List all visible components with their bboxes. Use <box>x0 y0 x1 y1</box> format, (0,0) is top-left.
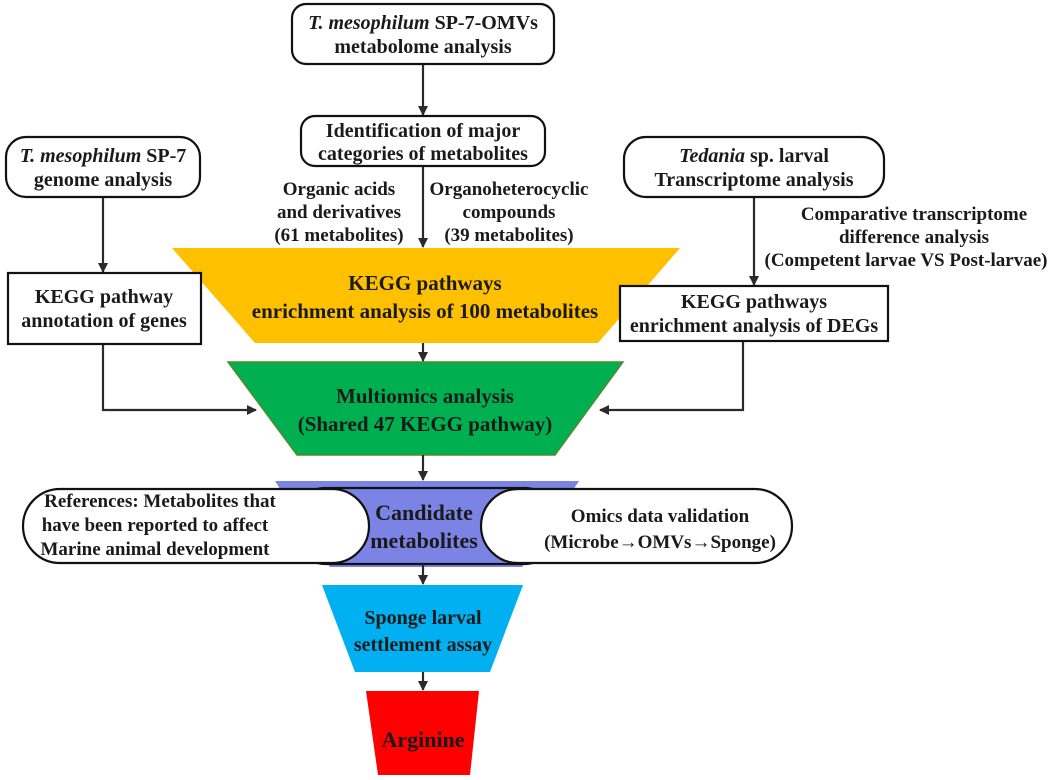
candidate-line2: metabolites <box>370 528 478 553</box>
omv-metabolome-line2: metabolome analysis <box>334 36 511 58</box>
larval-transcriptome-box <box>622 135 886 199</box>
multiomics-line2: (Shared 47 KEGG pathway) <box>298 412 553 436</box>
references-line3: Marine animal development <box>40 539 270 560</box>
comparative-line1: Comparative transcriptome <box>801 204 1027 225</box>
kegg-metabolites-funnel-stage <box>172 248 680 343</box>
genome-analysis-node: T. mesophilum SP-7 genome analysis <box>4 135 202 199</box>
kegg-deg-line2: enrichment analysis of DEGs <box>630 315 879 337</box>
omv-metabolome-line1: T. mesophilum SP-7-OMVs <box>308 12 538 34</box>
omics-validation-box <box>479 487 794 565</box>
candidate-line1: Candidate <box>375 500 473 525</box>
kegg-annotation-line1: KEGG pathway <box>35 286 173 308</box>
omics-validation-line2: (Microbe→OMVs→Sponge) <box>544 532 776 553</box>
kegg-deg-box <box>618 284 890 343</box>
organic-acids-annotation: Organic acids and derivatives (61 metabo… <box>274 179 403 246</box>
organic-acids-line2: and derivatives <box>277 202 401 223</box>
multiomics-line1: Multiomics analysis <box>336 384 514 408</box>
settlement-assay-funnel-stage <box>322 585 523 672</box>
kegg-annotation-node: KEGG pathway annotation of genes <box>6 271 203 346</box>
omv-metabolome-node: T. mesophilum SP-7-OMVs metabolome analy… <box>290 2 556 66</box>
comparative-line2: difference analysis <box>839 227 989 248</box>
genome-analysis-line1: T. mesophilum SP-7 <box>20 145 187 167</box>
arginine-label: Arginine <box>381 727 464 752</box>
multiomics-funnel-stage <box>226 361 625 456</box>
settlement-line1: Sponge larval <box>364 607 482 629</box>
references-node: References: Metabolites that have been r… <box>21 487 371 565</box>
organic-acids-line3: (61 metabolites) <box>274 225 403 246</box>
identification-line2: categories of metabolites <box>318 143 528 165</box>
references-line2: have been reported to affect <box>42 515 269 536</box>
comparative-transcriptome-annotation: Comparative transcriptome difference ana… <box>765 204 1048 271</box>
identification-line1: Identification of major <box>326 120 521 142</box>
omv-metabolome-box <box>290 2 556 66</box>
kegg-annotation-box <box>6 271 203 346</box>
kegg-metabolites-line1: KEGG pathways <box>348 271 501 295</box>
kegg-deg-node: KEGG pathways enrichment analysis of DEG… <box>618 284 890 343</box>
kegg-deg-line1: KEGG pathways <box>681 291 827 313</box>
organoheterocyclic-line3: (39 metabolites) <box>444 225 573 246</box>
larval-transcriptome-node: Tedania sp. larval Transcriptome analysi… <box>622 135 886 199</box>
annotation-to-multiomics-connector <box>101 344 257 415</box>
genome-analysis-box <box>4 135 202 199</box>
identification-box <box>299 114 547 168</box>
references-box <box>21 487 371 565</box>
kegg-annotation-line2: annotation of genes <box>21 310 187 332</box>
kegg-metabolites-line2: enrichment analysis of 100 metabolites <box>252 299 598 323</box>
organoheterocyclic-annotation: Organoheterocyclic compounds (39 metabol… <box>430 179 589 246</box>
organoheterocyclic-line2: compounds <box>463 202 556 223</box>
organic-acids-line1: Organic acids <box>283 179 395 200</box>
larval-transcriptome-line2: Transcriptome analysis <box>654 169 853 191</box>
omics-validation-line1: Omics data validation <box>571 506 750 527</box>
arginine-funnel-stage <box>366 691 479 775</box>
larval-transcriptome-line1: Tedania sp. larval <box>679 145 829 167</box>
identification-node: Identification of major categories of me… <box>299 114 547 168</box>
omics-validation-node: Omics data validation (Microbe→OMVs→Spon… <box>479 487 794 565</box>
comparative-line3: (Competent larvae VS Post-larvae) <box>765 250 1048 271</box>
deg-to-multiomics-connector <box>599 341 745 415</box>
references-line1: References: Metabolites that <box>44 491 276 512</box>
genome-analysis-line2: genome analysis <box>34 169 173 191</box>
settlement-line2: settlement assay <box>354 634 492 656</box>
organoheterocyclic-line1: Organoheterocyclic <box>430 179 589 200</box>
